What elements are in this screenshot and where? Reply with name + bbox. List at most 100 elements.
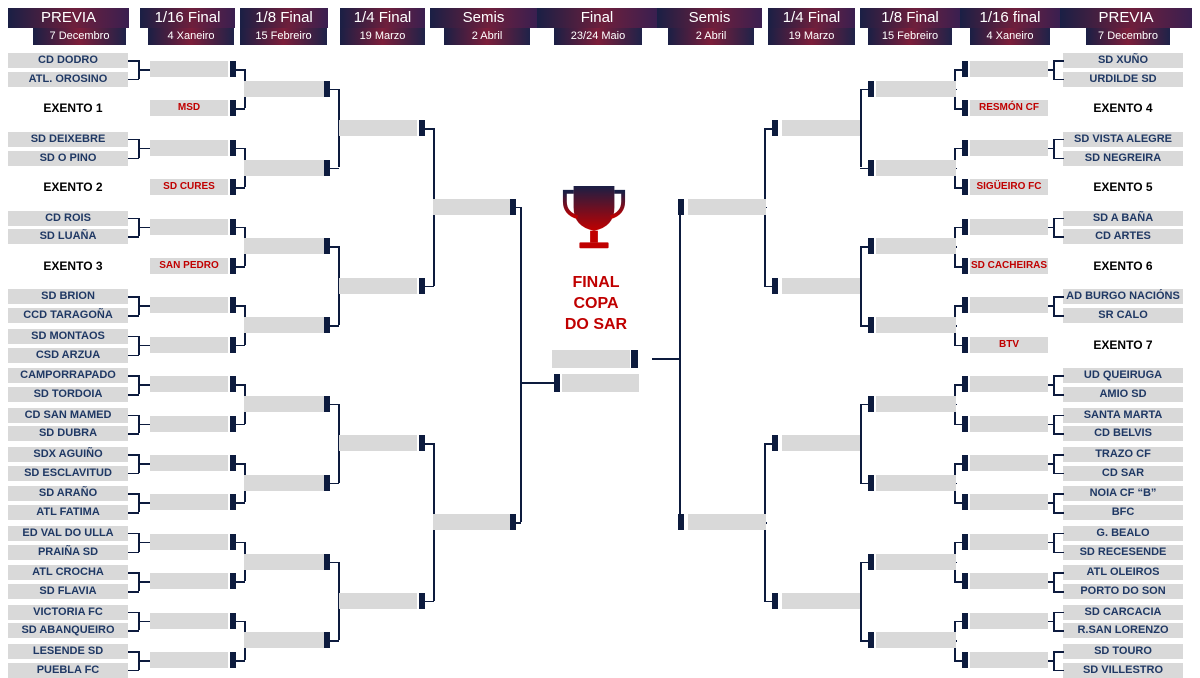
team-name[interactable]: ATL FATIMA bbox=[8, 505, 128, 521]
team-name[interactable]: SD A BAÑA bbox=[1063, 210, 1183, 226]
match-slot[interactable] bbox=[244, 159, 324, 176]
team-name[interactable]: SD LUAÑA bbox=[8, 229, 128, 245]
match-slot[interactable] bbox=[970, 533, 1048, 550]
match-slot[interactable] bbox=[970, 61, 1048, 77]
team-name[interactable]: SD MONTAOS bbox=[8, 328, 128, 344]
exempt-team[interactable]: MSD bbox=[150, 100, 228, 117]
match-slot[interactable] bbox=[150, 612, 228, 629]
match-slot[interactable] bbox=[876, 159, 956, 176]
match-slot[interactable] bbox=[150, 61, 228, 77]
team-name[interactable]: CD DODRO bbox=[8, 53, 128, 68]
team-name[interactable]: CD ARTES bbox=[1063, 229, 1183, 245]
match-slot[interactable] bbox=[339, 277, 417, 294]
team-name[interactable]: UD QUEIRUGA bbox=[1063, 368, 1183, 384]
team-name[interactable]: CCD TARAGOÑA bbox=[8, 308, 128, 324]
match-slot[interactable] bbox=[150, 494, 228, 511]
match-slot[interactable] bbox=[244, 80, 324, 97]
match-slot[interactable] bbox=[339, 592, 417, 609]
match-slot[interactable] bbox=[782, 120, 860, 137]
match-slot[interactable] bbox=[970, 139, 1048, 156]
team-name[interactable]: CD SAN MAMED bbox=[8, 407, 128, 423]
exempt-team[interactable]: SAN PEDRO bbox=[150, 258, 228, 274]
team-name[interactable]: ED VAL DO ULLA bbox=[8, 525, 128, 541]
match-slot[interactable] bbox=[150, 297, 228, 314]
team-name[interactable]: SD NEGREIRA bbox=[1063, 150, 1183, 166]
match-slot[interactable] bbox=[970, 297, 1048, 314]
team-name[interactable]: SDX AGUIÑO bbox=[8, 447, 128, 462]
team-name[interactable]: SD TOURO bbox=[1063, 644, 1183, 659]
team-name[interactable]: SD ABANQUEIRO bbox=[8, 623, 128, 639]
exempt-team[interactable]: BTV bbox=[970, 336, 1048, 353]
match-slot[interactable] bbox=[244, 553, 324, 570]
match-slot[interactable] bbox=[970, 455, 1048, 471]
team-name[interactable]: SD ARAÑO bbox=[8, 486, 128, 502]
match-slot[interactable] bbox=[339, 435, 417, 452]
match-slot[interactable] bbox=[970, 612, 1048, 629]
match-slot[interactable] bbox=[876, 80, 956, 97]
team-name[interactable]: TRAZO CF bbox=[1063, 447, 1183, 462]
team-name[interactable]: AD BURGO NACIÓNS bbox=[1063, 289, 1183, 305]
team-name[interactable]: ATL OLEIROS bbox=[1063, 565, 1183, 581]
team-name[interactable]: CD ROIS bbox=[8, 210, 128, 226]
team-name[interactable]: VICTORIA FC bbox=[8, 604, 128, 620]
team-name[interactable]: SD RECESENDE bbox=[1063, 544, 1183, 560]
final-slot[interactable] bbox=[562, 374, 639, 392]
team-name[interactable]: PRAIÑA SD bbox=[8, 544, 128, 560]
match-slot[interactable] bbox=[970, 494, 1048, 511]
match-slot[interactable] bbox=[150, 139, 228, 156]
team-name[interactable]: CSD ARZUA bbox=[8, 347, 128, 363]
match-slot[interactable] bbox=[970, 376, 1048, 393]
final-slot[interactable] bbox=[552, 350, 630, 368]
team-name[interactable]: ATL CROCHA bbox=[8, 565, 128, 581]
team-name[interactable]: SR CALO bbox=[1063, 308, 1183, 324]
match-slot[interactable] bbox=[244, 632, 324, 649]
match-slot[interactable] bbox=[150, 533, 228, 550]
team-name[interactable]: SD DUBRA bbox=[8, 426, 128, 442]
team-name[interactable]: PORTO DO SON bbox=[1063, 584, 1183, 599]
team-name[interactable]: CD SAR bbox=[1063, 465, 1183, 481]
match-slot[interactable] bbox=[150, 455, 228, 471]
team-name[interactable]: CAMPORRAPADO bbox=[8, 368, 128, 384]
match-slot[interactable] bbox=[970, 415, 1048, 432]
match-slot[interactable] bbox=[876, 238, 956, 255]
match-slot[interactable] bbox=[876, 553, 956, 570]
match-slot[interactable] bbox=[150, 218, 228, 235]
team-name[interactable]: SD TORDOIA bbox=[8, 387, 128, 402]
match-slot[interactable] bbox=[244, 395, 324, 412]
match-slot[interactable] bbox=[782, 277, 860, 294]
match-slot[interactable] bbox=[876, 632, 956, 649]
team-name[interactable]: URDILDE SD bbox=[1063, 71, 1183, 87]
match-slot[interactable] bbox=[970, 652, 1048, 668]
match-slot[interactable] bbox=[150, 573, 228, 590]
team-name[interactable]: SD XUÑO bbox=[1063, 53, 1183, 68]
match-slot[interactable] bbox=[433, 514, 511, 531]
match-slot[interactable] bbox=[876, 395, 956, 412]
team-name[interactable]: SD FLAVIA bbox=[8, 584, 128, 599]
team-name[interactable]: SANTA MARTA bbox=[1063, 407, 1183, 423]
match-slot[interactable] bbox=[150, 415, 228, 432]
team-name[interactable]: LESENDE SD bbox=[8, 644, 128, 659]
match-slot[interactable] bbox=[970, 573, 1048, 590]
match-slot[interactable] bbox=[150, 376, 228, 393]
exempt-team[interactable]: SD CURES bbox=[150, 179, 228, 196]
match-slot[interactable] bbox=[150, 652, 228, 668]
team-name[interactable]: G. BEALO bbox=[1063, 525, 1183, 541]
match-slot[interactable] bbox=[150, 336, 228, 353]
match-slot[interactable] bbox=[244, 317, 324, 334]
team-name[interactable]: SD CARCACIA bbox=[1063, 604, 1183, 620]
match-slot[interactable] bbox=[688, 514, 766, 531]
team-name[interactable]: SD VISTA ALEGRE bbox=[1063, 131, 1183, 147]
match-slot[interactable] bbox=[339, 120, 417, 137]
team-name[interactable]: BFC bbox=[1063, 505, 1183, 521]
team-name[interactable]: SD BRION bbox=[8, 289, 128, 305]
exempt-team[interactable]: SIGÜEIRO FC bbox=[970, 179, 1048, 196]
team-name[interactable]: PUEBLA FC bbox=[8, 662, 128, 678]
match-slot[interactable] bbox=[688, 198, 766, 215]
team-name[interactable]: SD VILLESTRO bbox=[1063, 662, 1183, 678]
match-slot[interactable] bbox=[876, 317, 956, 334]
match-slot[interactable] bbox=[970, 218, 1048, 235]
team-name[interactable]: SD O PINO bbox=[8, 150, 128, 166]
exempt-team[interactable]: SD CACHEIRAS bbox=[970, 258, 1048, 274]
team-name[interactable]: SD ESCLAVITUD bbox=[8, 465, 128, 481]
match-slot[interactable] bbox=[782, 592, 860, 609]
